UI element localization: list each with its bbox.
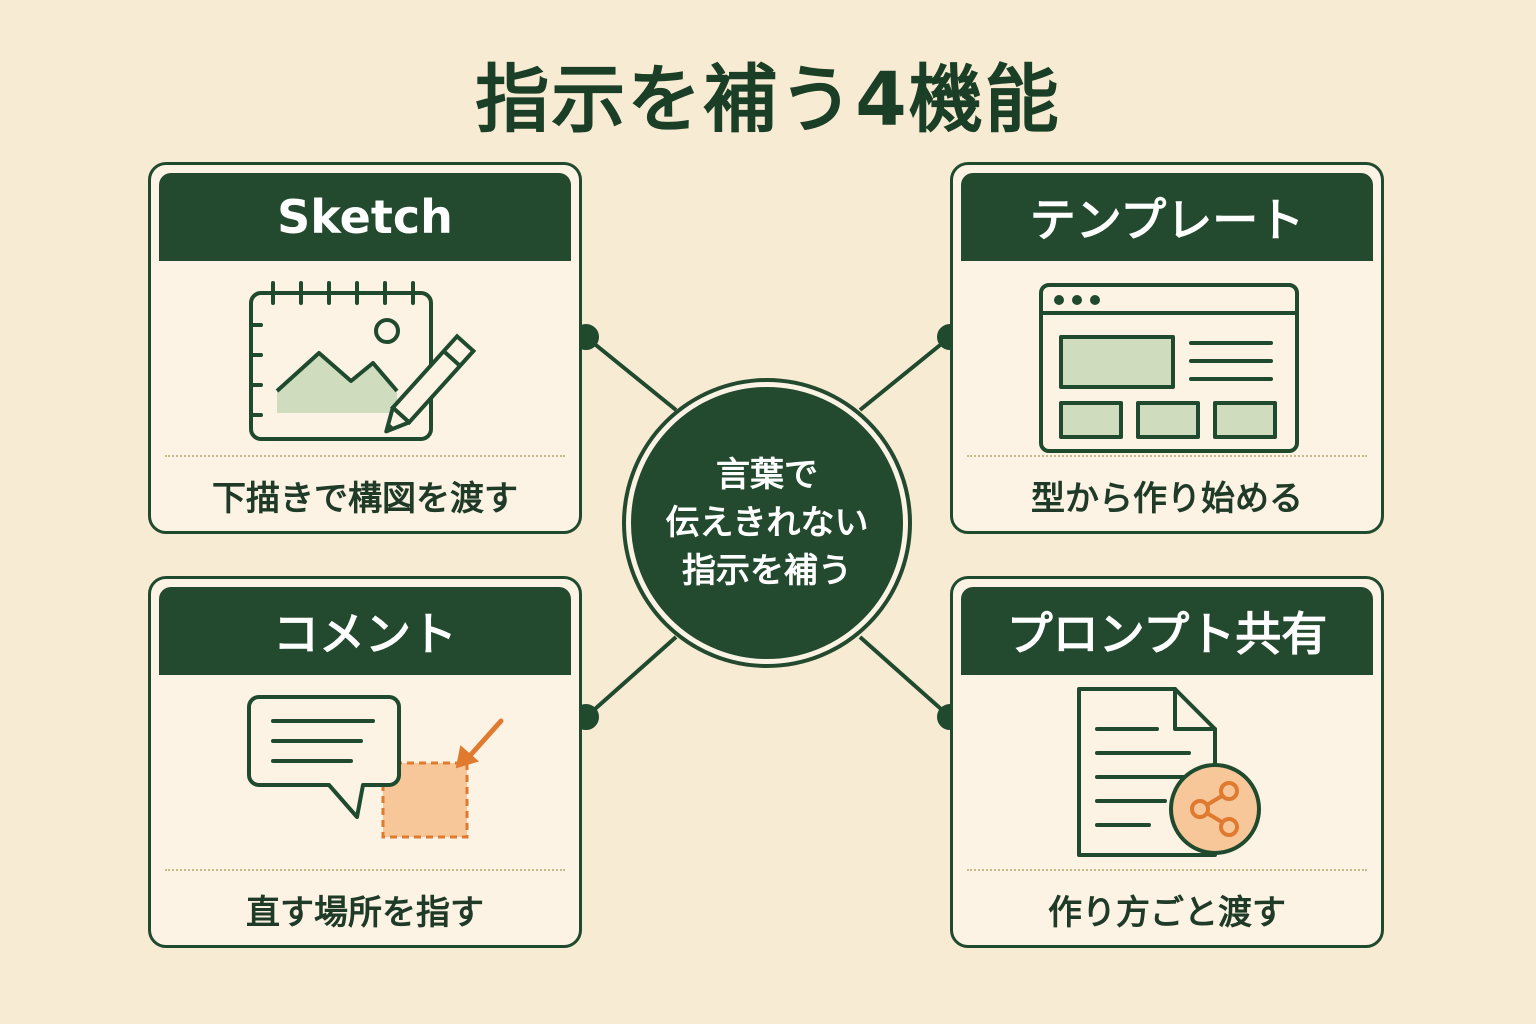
page-title: 指示を補う4機能	[475, 57, 1061, 143]
document-share-icon	[1077, 687, 1261, 857]
card-caption-prompt-share: 作り方ごと渡す	[1048, 893, 1286, 933]
card-divider	[967, 455, 1367, 457]
card-sketch: Sketch 下描きで構図を渡す	[148, 162, 582, 534]
card-prompt-share: プロンプト共有 作り方ごと渡す	[950, 576, 1384, 948]
center-line-2: 伝えきれない	[665, 503, 869, 543]
card-divider	[165, 869, 565, 871]
center-line-1: 言葉で	[716, 455, 818, 495]
layout-template-icon	[1039, 283, 1299, 453]
card-template: テンプレート 型から作り始める	[950, 162, 1384, 534]
card-caption-sketch: 下描きで構図を渡す	[212, 479, 518, 519]
card-header-sketch: Sketch	[159, 173, 571, 261]
card-header-prompt-share: プロンプト共有	[961, 587, 1373, 675]
card-header-template: テンプレート	[961, 173, 1373, 261]
card-caption-comment: 直す場所を指す	[246, 893, 484, 933]
connector-sketch	[584, 335, 678, 412]
connector-template	[858, 335, 952, 412]
sketchbook-pencil-icon	[249, 281, 477, 441]
connector-comment	[584, 635, 678, 719]
card-caption-template: 型から作り始める	[1031, 479, 1303, 519]
card-divider	[967, 869, 1367, 871]
center-hub: 言葉で 伝えきれない 指示を補う	[626, 382, 908, 664]
speech-bubble-arrow-icon	[247, 695, 504, 839]
card-header-comment: コメント	[159, 587, 571, 675]
center-line-3: 指示を補う	[682, 551, 852, 591]
connector-prompt-share	[858, 635, 952, 719]
card-comment: コメント 直す場所を指す	[148, 576, 582, 948]
card-divider	[165, 455, 565, 457]
